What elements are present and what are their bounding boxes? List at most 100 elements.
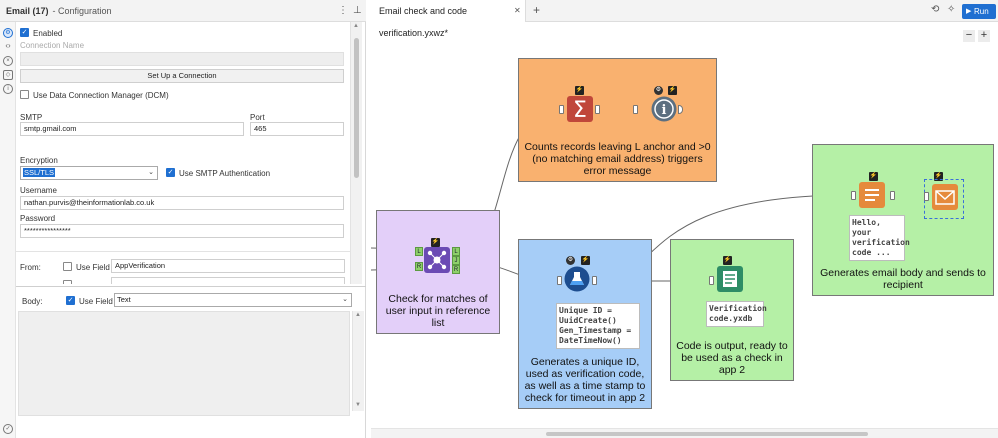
join-left-input-anchor[interactable]: L: [415, 247, 423, 256]
message-tool-icon[interactable]: i: [651, 96, 677, 122]
info-icon[interactable]: i: [3, 84, 13, 94]
run-button[interactable]: ▶ Run: [962, 4, 996, 19]
connection-name-input[interactable]: [20, 52, 344, 66]
formula-input-anchor[interactable]: [557, 276, 562, 285]
encryption-value: SSL/TLS: [23, 168, 56, 177]
annotation-line: Hello, your: [852, 218, 881, 237]
annotation-line: code ...: [852, 248, 891, 257]
scroll-thumb[interactable]: [546, 432, 868, 436]
encryption-select[interactable]: SSL/TLS ⌄: [20, 166, 158, 180]
scroll-down-icon[interactable]: ▼: [355, 402, 361, 408]
report-text-output-anchor[interactable]: [890, 191, 895, 200]
svg-text:i: i: [662, 103, 667, 118]
annotation-line: verification: [852, 238, 910, 247]
more-options-icon[interactable]: ⋮: [338, 5, 348, 16]
tab-bar: Email check and code verification.yxwz* …: [371, 0, 998, 38]
side-rail: ⚙ ‹› × ◇ i ✓: [0, 22, 16, 438]
port-label: Port: [250, 113, 265, 122]
lightning-badge-icon: ⚡: [723, 256, 732, 265]
username-input[interactable]: nathan.purvis@theinformationlab.co.uk: [20, 196, 344, 210]
scroll-up-icon[interactable]: ▲: [353, 23, 359, 29]
tab-workflow[interactable]: Email check and code verification.yxwz* …: [371, 0, 526, 38]
config-form: ✓ Enabled Connection Name Set Up a Conne…: [16, 22, 354, 284]
port-input[interactable]: 465: [250, 122, 344, 136]
email-input-anchor[interactable]: [924, 192, 929, 201]
settings-badge-icon: ⚙: [566, 256, 575, 265]
join-tool-icon[interactable]: [424, 247, 450, 273]
password-label: Password: [20, 214, 56, 223]
to-use-field-checkbox[interactable]: [63, 280, 72, 284]
svg-text:Σ: Σ: [573, 98, 587, 122]
connection-name-label: Connection Name: [20, 41, 85, 50]
join-anchor-r[interactable]: R: [452, 265, 460, 274]
from-use-field-label: Use Field: [76, 263, 110, 272]
close-icon[interactable]: ✕: [514, 6, 521, 15]
from-use-field-checkbox[interactable]: [63, 262, 72, 271]
lightning-badge-icon: ⚡: [668, 86, 677, 95]
smtp-label: SMTP: [20, 113, 43, 122]
username-label: Username: [20, 186, 57, 195]
container-formula-text: Generates a unique ID, used as verificat…: [524, 356, 646, 404]
canvas-scrollbar[interactable]: [371, 428, 998, 438]
container-join-text: Check for matches of user input in refer…: [385, 293, 491, 329]
close-circle-icon[interactable]: ×: [3, 56, 13, 66]
check-circle-icon[interactable]: ✓: [3, 424, 13, 434]
password-input[interactable]: ****************: [20, 224, 344, 238]
annotation-line: UuidCreate(): [559, 316, 617, 325]
message-output-anchor[interactable]: [678, 105, 683, 114]
output-tool-icon[interactable]: [717, 266, 743, 292]
output-input-anchor[interactable]: [709, 276, 714, 285]
formula-output-anchor[interactable]: [592, 276, 597, 285]
summarize-tool-icon[interactable]: Σ: [567, 96, 593, 122]
annotation-line: code.yxdb: [709, 314, 753, 323]
summarize-output-anchor[interactable]: [595, 105, 600, 114]
body-use-field-checkbox[interactable]: ✓: [66, 296, 75, 305]
magic-wand-icon[interactable]: ✧: [947, 4, 956, 15]
scroll-up-icon[interactable]: ▲: [355, 312, 361, 318]
setup-connection-button[interactable]: Set Up a Connection: [20, 69, 344, 83]
dcm-label: Use Data Connection Manager (DCM): [33, 91, 169, 100]
container-error-check[interactable]: Counts records leaving L anchor and >0 (…: [518, 58, 717, 182]
workflow-canvas[interactable]: Email check and code verification.yxwz* …: [371, 0, 998, 438]
summarize-input-anchor[interactable]: [559, 105, 564, 114]
email-tool-icon[interactable]: [932, 184, 958, 210]
join-anchor-l[interactable]: L: [452, 247, 460, 256]
annotation-line: Gen_Timestamp =: [559, 326, 632, 335]
enabled-checkbox[interactable]: ✓: [20, 28, 29, 37]
smtp-input[interactable]: smtp.gmail.com: [20, 122, 244, 136]
zoom-out-button[interactable]: −: [963, 30, 975, 42]
lightning-badge-icon: ⚡: [575, 86, 584, 95]
message-input-anchor[interactable]: [633, 105, 638, 114]
container-email-text: Generates email body and sends to recipi…: [820, 267, 986, 291]
report-text-input-anchor[interactable]: [851, 191, 856, 200]
pin-icon[interactable]: ⊥: [353, 5, 362, 16]
smtp-auth-label: Use SMTP Authentication: [179, 169, 271, 178]
dcm-checkbox[interactable]: [20, 90, 29, 99]
from-input[interactable]: AppVerification: [111, 259, 345, 273]
body-field-select[interactable]: Text ⌄: [114, 293, 352, 307]
body-text-area[interactable]: [18, 311, 350, 416]
code-icon[interactable]: ‹›: [5, 41, 11, 50]
to-input[interactable]: [111, 277, 345, 284]
join-anchor-j[interactable]: J: [452, 256, 460, 265]
formula-annotation: Unique ID = UuidCreate() Gen_Timestamp =…: [556, 303, 640, 349]
add-tab-icon[interactable]: +: [533, 3, 541, 17]
scroll-thumb[interactable]: [354, 38, 359, 178]
join-right-input-anchor[interactable]: R: [415, 262, 423, 271]
container-output[interactable]: Code is output, ready to be used as a ch…: [670, 239, 794, 381]
formula-tool-icon[interactable]: [564, 266, 590, 292]
smtp-auth-checkbox[interactable]: ✓: [166, 168, 175, 177]
gear-icon[interactable]: ⚙: [3, 28, 13, 38]
chevron-down-icon: ⌄: [342, 296, 348, 303]
config-scrollbar[interactable]: ▲: [350, 22, 362, 284]
output-annotation: Verification code.yxdb: [706, 301, 767, 327]
run-label: Run: [974, 7, 989, 16]
body-scrollbar[interactable]: ▲ ▼: [352, 311, 364, 411]
report-text-tool-icon[interactable]: [859, 182, 885, 208]
body-use-field-label: Use Field: [79, 297, 113, 306]
tag-icon[interactable]: ◇: [3, 70, 13, 80]
history-icon[interactable]: ⟲: [931, 4, 940, 15]
panel-subtitle: - Configuration: [52, 5, 112, 16]
zoom-in-button[interactable]: +: [978, 30, 990, 42]
container-output-text: Code is output, ready to be used as a ch…: [676, 340, 788, 376]
